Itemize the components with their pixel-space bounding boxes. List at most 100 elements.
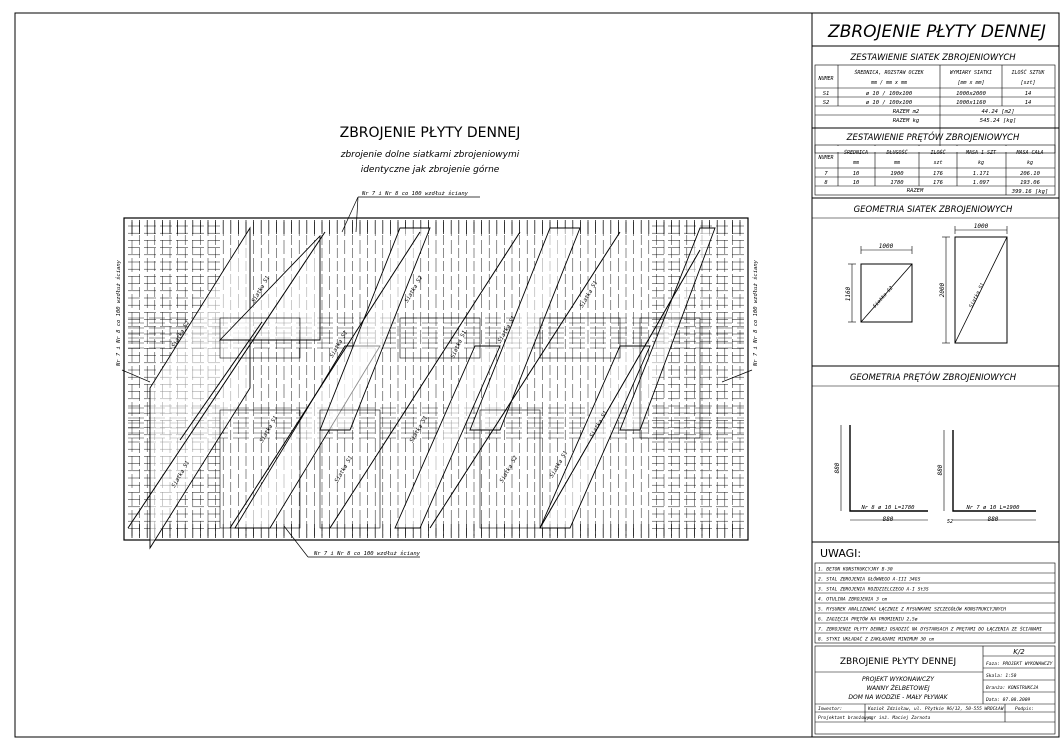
bar-8-width: 880 [883,516,894,523]
mesh-panel [218,234,321,341]
mesh-block [479,409,541,529]
investor-value: Kozioł Zdzisław, ul. Płytkie 96/12, 50-5… [867,706,1005,712]
bar-7-width: 880 [988,516,999,523]
mesh-row-s1: S1 ø 10 / 100x100 1000x2000 14 [823,91,1032,97]
mesh-s2-sketch [848,246,913,323]
bar-unit-diameter: mm [852,160,859,166]
mesh-s2-label: Siatka S2 [872,285,895,309]
mesh-panel [619,227,716,431]
bar-row-7-unit-mass: 1.171 [973,171,990,177]
bar-7-sketch [943,430,1036,521]
title-block-scale: Skala: 1:50 [986,673,1017,679]
slab-outline [123,217,749,541]
mesh-panel [539,345,651,529]
bar-schedule-mask [816,146,1054,152]
designer-value: mgr inż. Maciej Zarnota [867,715,931,721]
mesh-col-number: NUMER [817,76,833,82]
title-block-grid [814,645,1056,735]
mesh-panel [394,345,501,529]
bar-7-label: Nr 7 ø 10 L=1900 [966,505,1021,511]
mesh-col-diameter-unit: mm / mm x mm [870,80,907,86]
mesh-row-s2-dims: 1000x1160 [956,100,986,106]
mesh-label: Siatka S2 [499,455,519,484]
callout-top-arrow-2 [355,196,359,233]
title-block-branch: Branża: KONSTRUKCJA [986,685,1039,691]
note-item: 3. STAL ZBROJENIA ROZDZIELCZEGO A-I St3S [817,587,929,593]
mesh-s1-label: Siatka S1 [968,282,986,309]
mesh-block [539,317,621,359]
mesh-schedule-grid [814,64,1056,154]
signature-label: Podpis: [1015,706,1034,712]
bar-col-number: NUMER [817,155,833,161]
mesh-s1-sketch [942,226,1008,344]
mesh-row-s1-qty: 14 [1025,91,1032,97]
mesh-s2-height: 1160 [845,286,852,301]
bar-geometry-title: GEOMETRIA PRĘTÓW ZBROJENIOWYCH [850,371,1017,383]
mesh-s1-height: 2000 [939,282,946,297]
mesh-schedule-title: ZESTAWIENIE SIATEK ZBROJENIOWYCH [849,53,1016,63]
note-item: 1. BETON KONSTRUKCYJNY B-30 [818,567,893,573]
bar-col-qty: ILOŚĆ [930,149,945,156]
bar-row-8-diameter: 10 [853,180,860,186]
project-line-1: PROJEKT WYKONAWCZY [862,676,935,683]
callout-bottom-text: Nr 7 i Nr 8 co 100 wzdłuż ściany [313,550,421,557]
panel-main-title: ZBROJENIE PŁYTY DENNEJ [827,22,1046,42]
bar-schedule-grid [814,144,1056,196]
bar-row-8-unit-mass: 1.097 [973,180,990,186]
bar-row-7-qty: 176 [933,171,944,177]
bar-row-8-number: 8 [824,180,828,186]
mesh-block [639,317,701,439]
mesh-diagonal [539,249,701,529]
project-line-3: DOM NA WODZIE - MAŁY PŁYWAK [848,694,948,701]
drawing-subtitle-2: identyczne jak zbrojenie górne [361,164,500,175]
bar-8-label: Nr 8 ø 10 L=1780 [861,505,916,511]
callout-bottom-arrow [283,525,309,558]
callout-left-text: Nr 7 i Nr 8 co 100 wzdłuż ściany [115,259,122,367]
mesh-col-dims-unit: [mm x mm] [957,80,984,86]
mesh-diagonal [229,231,421,529]
bar-row-7: 7 10 1900 176 1.171 206.10 [824,171,1040,177]
project-line-2: WANNY ŻELBETOWEJ [866,685,930,692]
mesh-sum-m2-label: RAZEM m2 [893,109,920,115]
bar-col-total-mass: MASA CAŁA [1015,150,1043,156]
title-block-phase: Faza: PROJEKT WYKONAWCZY [986,661,1054,667]
bar-row-8-total-mass: 193.06 [1020,180,1041,186]
bar-row-8-qty: 176 [933,180,944,186]
bar-row-7-diameter: 10 [853,171,860,177]
designer-label: Projektant branżowy: [818,715,872,721]
note-item: 2. STAL ZBROJENIA GŁÓWNEGO A-III 34GS [818,576,921,583]
bar-col-diameter: ŚREDNICA [844,149,868,156]
mesh-row-s1-diameter: ø 10 / 100x100 [866,91,913,97]
mesh-label: Siatka S1 [409,415,429,444]
title-block-title: ZBROJENIE PŁYTY DENNEJ [840,657,956,667]
notes-grid [814,562,1056,644]
callout-right-arrow [721,369,753,383]
title-block-date: Data: 07.08.2009 [985,697,1030,703]
mesh-block [399,317,481,359]
mesh-panel [149,226,251,550]
bar-row-8-length: 1780 [890,180,904,186]
note-item: 8. STYKI UKŁADAĆ Z ZAKŁADAMI MINIMUM 30 … [818,636,934,643]
callout-left-arrow [121,369,151,383]
mesh-block [319,409,381,529]
bar-row-7-total-mass: 206.10 [1020,171,1041,177]
investor-label: Inwestor: [818,706,842,712]
bar-unit-length: mm [893,160,900,166]
mesh-diagonal [329,231,521,529]
bar-schedule-title: ZESTAWIENIE PRĘTÓW ZBROJENIOWYCH [846,131,1020,143]
mesh-diagonal [179,321,263,441]
bar-unit-qty: szt [933,160,942,166]
drawing-title: ZBROJENIE PŁYTY DENNEJ [340,125,521,141]
bar-row-7-length: 1900 [890,171,904,177]
drawing-subtitle-1: zbrojenie dolne siatkami zbrojeniowymi [340,150,520,160]
mesh-row-s2: S2 ø 10 / 100x100 1000x1160 14 [823,100,1032,106]
bar-row-7-number: 7 [824,171,828,177]
mesh-diagonal [127,231,326,529]
bar-col-unit-mass: MASA 1 SZT [965,150,997,156]
mesh-sum-kg-label: RAZEM kg [893,118,920,124]
bar-row-8: 8 10 1780 176 1.097 193.06 [824,180,1040,186]
mesh-row-s1-number: S1 [823,91,830,97]
